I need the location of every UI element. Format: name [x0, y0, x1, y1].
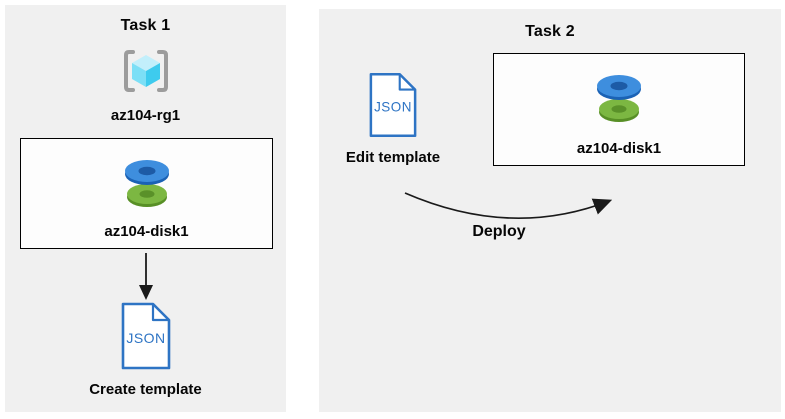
down-arrow-icon — [137, 253, 155, 301]
deploy-curved-arrow-icon — [399, 187, 624, 245]
deploy-label: Deploy — [472, 223, 526, 240]
task2-disk-box: az104-disk1 — [493, 53, 745, 166]
edit-template-label: Edit template — [345, 149, 441, 166]
managed-disk-icon — [591, 72, 647, 128]
json-icon-text: JSON — [374, 100, 412, 115]
disk-label: az104-disk1 — [104, 223, 189, 240]
resource-group-icon — [120, 45, 172, 97]
resource-group-label: az104-rg1 — [110, 107, 181, 124]
managed-disk-icon — [119, 157, 175, 213]
task2-title: Task 2 — [525, 23, 575, 40]
create-template-label: Create template — [89, 381, 202, 398]
disk-label: az104-disk1 — [576, 140, 662, 157]
task1-panel: Task 1 az104-rg1 — [5, 5, 286, 412]
task1-disk-box: az104-disk1 — [20, 138, 273, 249]
json-file-icon: JSON — [120, 302, 172, 370]
task1-title: Task 1 — [120, 17, 171, 34]
json-icon-text: JSON — [126, 330, 165, 346]
task2-panel: Task 2 JSON Edit template — [319, 9, 781, 412]
json-file-icon: JSON — [368, 72, 418, 138]
